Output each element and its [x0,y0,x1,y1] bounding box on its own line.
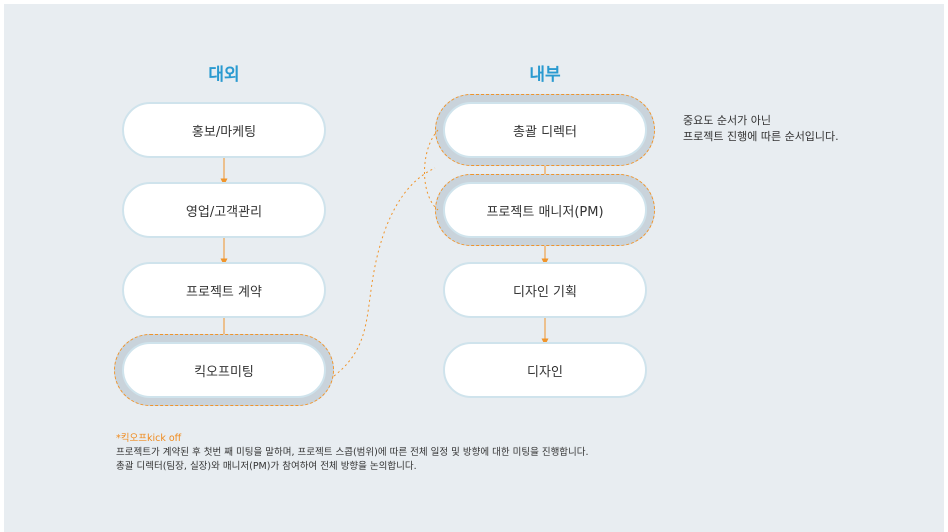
order-note: 중요도 순서가 아닌 프로젝트 진행에 따른 순서입니다. [683,113,839,145]
step-promotion-marketing: 홍보/마케팅 [122,102,326,158]
kickoff-footnote: *킥오프kick off 프로젝트가 계약된 후 첫번 째 미팅을 말하며, 프… [116,432,589,474]
step-project-manager: 프로젝트 매니저(PM) [443,182,647,238]
step-general-director: 총괄 디렉터 [443,102,647,158]
internal-column-title: 내부 [529,65,561,85]
external-column-title: 대외 [208,65,240,85]
step-sales-customer: 영업/고객관리 [122,182,326,238]
step-design: 디자인 [443,342,647,398]
order-note-line-1: 중요도 순서가 아닌 [683,114,771,127]
footnote-title: *킥오프kick off [116,433,182,444]
order-note-line-2: 프로젝트 진행에 따른 순서입니다. [683,130,839,143]
step-design-planning: 디자인 기획 [443,262,647,318]
footnote-line-1: 프로젝트가 계약된 후 첫번 째 미팅을 말하며, 프로젝트 스콥(범위)에 따… [116,447,589,458]
step-project-contract: 프로젝트 계약 [122,262,326,318]
step-kickoff-meeting: 킥오프미팅 [122,342,326,398]
footnote-line-2: 총괄 디렉터(팀장, 실장)와 매니저(PM)가 참여하여 전체 방향을 논의합… [116,461,417,472]
